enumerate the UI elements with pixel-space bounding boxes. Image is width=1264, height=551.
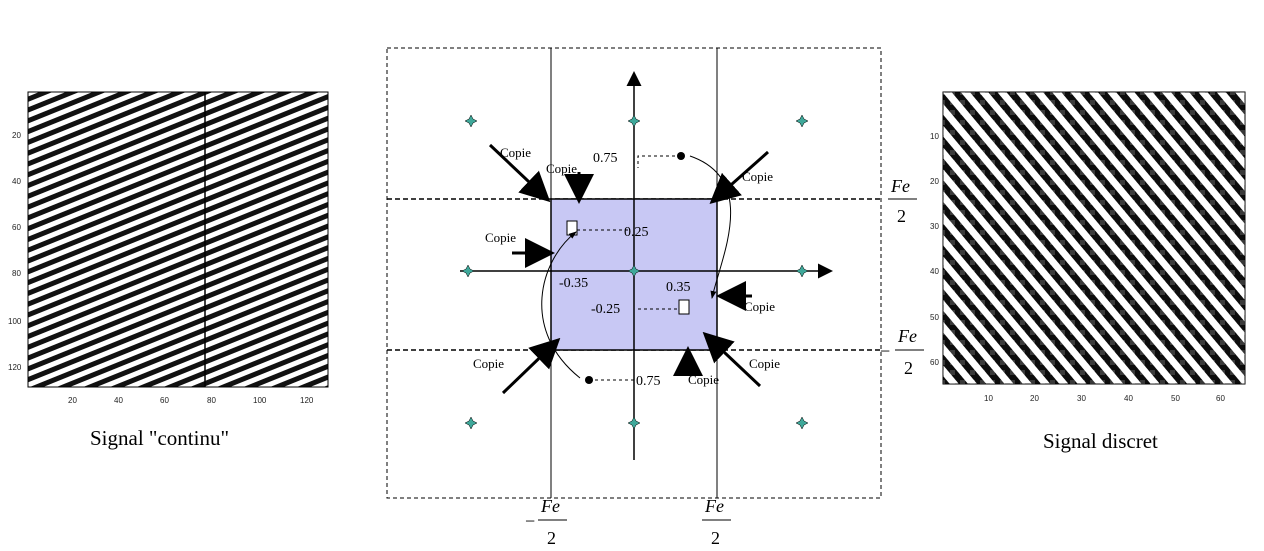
x-tick: 40 [1124,394,1133,403]
x-tick: 10 [984,394,993,403]
spectrum-diagram: Copie Copie Copie Copie Copie Copie Copi… [386,47,924,548]
y-tick: 120 [8,363,22,372]
discrete-signal-caption: Signal discret [1043,429,1158,453]
discrete-signal-image [942,91,1246,385]
fraction-plus-top: Fe 2 [888,176,917,226]
x-tick: 60 [160,396,169,405]
copy-label: Copie [546,161,577,176]
x-tick: 100 [253,396,267,405]
outer-period-box [386,47,882,499]
marker [627,416,641,430]
fraction-minus-right: − Fe 2 [880,326,924,378]
x-tick: 40 [114,396,123,405]
copy-label: Copie [485,230,516,245]
x-tick: 20 [1030,394,1039,403]
fraction-plus-bottom: Fe 2 [702,496,731,548]
copy-label: Copie [744,299,775,314]
y-tick: 80 [12,269,21,278]
svg-text:2: 2 [547,528,556,548]
copy-label: Copie [742,169,773,184]
continuous-signal-caption: Signal "continu" [90,426,230,450]
svg-text:−: − [880,341,890,361]
value-label: 0.35 [666,280,691,295]
discrete-signal-panel: 10 20 30 40 50 60 10 20 30 40 50 60 Sign… [920,0,1264,551]
fe-fractions: Fe 2 − Fe 2 − Fe 2 Fe 2 [525,176,924,548]
x-tick: 80 [207,396,216,405]
value-label: 0.75 [593,151,618,166]
square-lower-right [678,299,690,315]
y-tick: 30 [930,222,939,231]
copy-arrow [488,143,551,203]
svg-text:2: 2 [897,206,906,226]
copy-arrows [488,143,769,395]
y-tick: 40 [930,267,939,276]
marker [461,264,475,278]
value-label: -0.35 [559,276,588,291]
x-tick: 60 [1216,394,1225,403]
marker [627,114,641,128]
y-tick: 40 [12,177,21,186]
copy-label: Copie [500,145,531,160]
alias-curve-left [541,231,581,379]
marker [795,264,809,278]
y-tick: 60 [930,358,939,367]
continuous-signal-panel: 20 40 60 80 100 120 20 40 60 80 100 120 … [0,0,340,551]
marker [795,114,809,128]
value-label: 0.25 [624,225,649,240]
continuous-signal-image [27,91,329,388]
frequency-points [566,152,690,384]
value-label: 0.75 [636,374,661,389]
value-label: -0.25 [591,302,620,317]
x-tick: 20 [68,396,77,405]
svg-text:2: 2 [711,528,720,548]
copy-arrow [501,337,561,395]
spectral-markers [461,114,809,430]
y-tick: 100 [8,317,22,326]
marker [464,416,478,430]
y-tick: 60 [12,223,21,232]
copy-arrow [702,331,762,388]
copy-label: Copie [473,356,504,371]
copy-labels: Copie Copie Copie Copie Copie Copie Copi… [473,145,780,387]
copy-label: Copie [749,356,780,371]
svg-text:Fe: Fe [704,496,724,516]
y-tick: 20 [930,177,939,186]
x-tick: 50 [1171,394,1180,403]
fraction-minus-bottom: − Fe 2 [525,496,567,548]
copy-label: Copie [688,372,719,387]
y-tick: 50 [930,313,939,322]
marker [627,264,641,278]
svg-text:Fe: Fe [890,176,910,196]
svg-text:Fe: Fe [540,496,560,516]
value-labels: 0.75 0.25 -0.35 0.35 -0.25 0.75 [559,151,691,389]
marker [795,416,809,430]
y-tick: 10 [930,132,939,141]
svg-text:2: 2 [904,358,913,378]
marker [464,114,478,128]
x-tick: 120 [300,396,314,405]
copy-arrow [709,150,769,204]
svg-text:Fe: Fe [897,326,917,346]
svg-text:−: − [525,511,535,531]
x-tick: 30 [1077,394,1086,403]
y-tick: 20 [12,131,21,140]
